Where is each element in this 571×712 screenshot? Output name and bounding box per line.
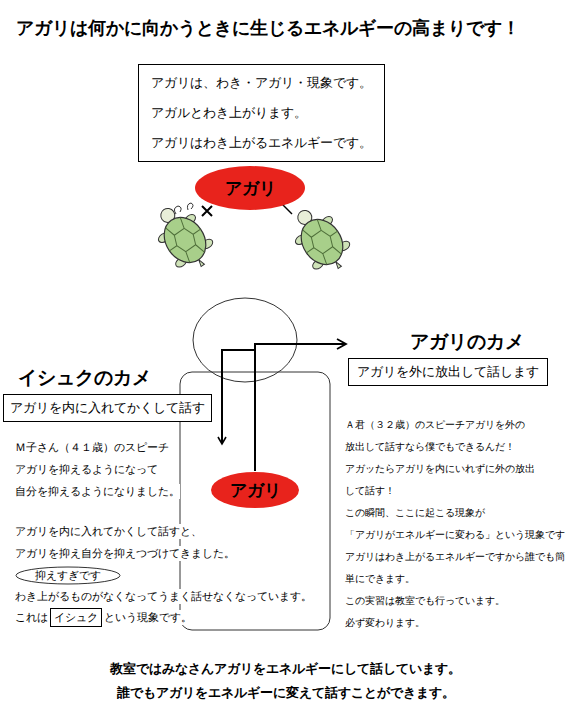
note-text: 自分を抑えるようになりました。 bbox=[15, 484, 180, 499]
definition-line: アガルとわき上がります。 bbox=[151, 98, 372, 128]
definition-box: アガリは、わき・アガリ・現象です。アガルとわき上がります。アガリはわき上がるエネ… bbox=[138, 64, 385, 162]
ellipse-shape bbox=[16, 567, 120, 584]
note-text: アガッたらアガリを内にいれずに外の放出 bbox=[345, 462, 535, 476]
emphasis-oval: 抑えすぎです bbox=[15, 566, 121, 585]
note-text: 「アガリがエネルギーに変わる」という現象です bbox=[345, 528, 565, 542]
agari-ellipse: アガリ bbox=[210, 471, 300, 509]
note-text: わき上がるものがなくなってうまく話せなくなっています。 bbox=[15, 589, 312, 604]
ellipse-shape bbox=[195, 166, 305, 210]
turtle-group-box: イシュクのカメアガリを内に入れてかくして話す bbox=[3, 363, 212, 422]
agari-label: アガリ bbox=[225, 177, 276, 200]
note-text: 誰でもアガリをエネルギーに変えて話すことができます。 bbox=[0, 684, 571, 702]
term-text: イシュク bbox=[54, 610, 98, 625]
agari-ellipse: アガリ bbox=[194, 165, 306, 211]
note-text: 放出して話すなら僕でもできるんだ！ bbox=[345, 440, 515, 454]
note-text: Ａ君（３２歳）のスピーチアガリを外の bbox=[345, 418, 525, 432]
note-text: して話す！ bbox=[345, 484, 395, 498]
note-text: この瞬間、ここに起こる現象が bbox=[345, 506, 485, 520]
group-heading: アガリのカメ bbox=[348, 327, 548, 355]
title: アガリは何かに向かうときに生じるエネルギーの高まりです！ bbox=[16, 16, 520, 40]
note-text: という現象です。 bbox=[104, 610, 192, 625]
term-box: イシュク bbox=[50, 608, 102, 627]
note-text: アガリはわき上がるエネルギーですから誰でも簡 bbox=[345, 550, 565, 564]
group-box-text: アガリを外に放出して話します bbox=[348, 358, 548, 386]
note-text: 教室ではみなさんアガリをエネルギーにして話しています。 bbox=[0, 660, 571, 678]
note-text: この実習は教室でも行っています。 bbox=[345, 594, 505, 608]
note-text: これは bbox=[15, 610, 48, 625]
turtle-group-box: アガリのカメアガリを外に放出して話します bbox=[348, 327, 548, 386]
group-box-text: アガリを内に入れてかくして話す bbox=[3, 394, 212, 422]
agari-label: アガリ bbox=[230, 479, 281, 502]
note-text: 単にできます。 bbox=[345, 572, 415, 586]
definition-line: アガリは、わき・アガリ・現象です。 bbox=[151, 68, 372, 98]
ellipse-shape bbox=[211, 472, 299, 508]
connector bbox=[255, 344, 346, 471]
oval-text: 抑えすぎです bbox=[35, 568, 101, 583]
note-text: アガリを抑えるようになって bbox=[15, 462, 158, 477]
note-text: アガリを抑え自分を抑えつづけてきました。 bbox=[15, 546, 235, 561]
note-text: アガリを内に入れてかくして話すと、 bbox=[15, 524, 202, 539]
note-text: 必ず変わります。 bbox=[345, 616, 425, 630]
note-text: Ｍ子さん（４１歳）のスピーチ bbox=[15, 440, 169, 455]
group-heading: イシュクのカメ bbox=[3, 363, 212, 391]
definition-line: アガリはわき上がるエネルギーです。 bbox=[151, 128, 372, 158]
